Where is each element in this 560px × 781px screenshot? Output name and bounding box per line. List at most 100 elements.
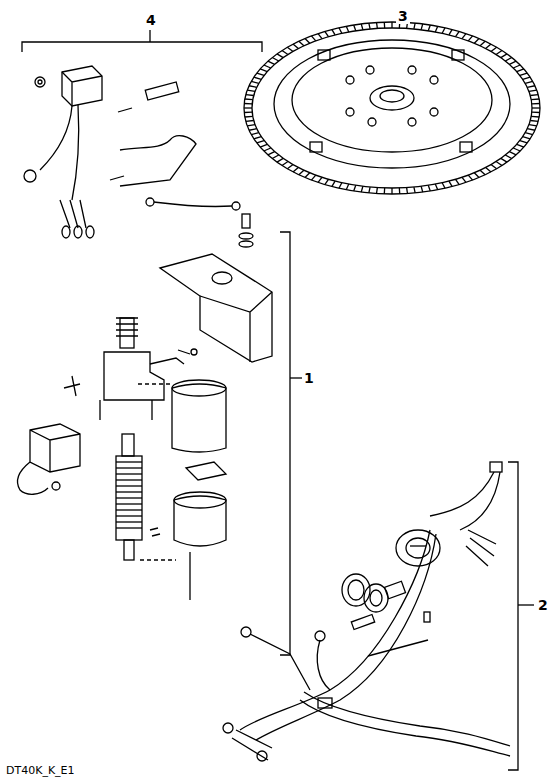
gear-tooth <box>246 120 254 122</box>
gear-tooth <box>293 167 298 171</box>
callout-number: 3 <box>396 8 410 24</box>
gear-tooth <box>505 155 511 159</box>
gear-tooth <box>462 34 466 39</box>
gear-tooth <box>272 155 278 159</box>
gear-tooth <box>361 186 363 192</box>
gear-tooth <box>414 187 415 193</box>
gear-tooth <box>406 188 408 194</box>
gear-tooth <box>513 65 520 68</box>
gear-tooth <box>346 26 348 32</box>
gear-tooth <box>491 47 497 51</box>
gear-tooth <box>525 133 533 135</box>
gear-tooth <box>282 162 288 166</box>
gear-tooth <box>305 173 310 178</box>
gear-tooth <box>257 141 264 143</box>
gear-tooth <box>318 177 322 182</box>
gear-tooth <box>517 69 524 72</box>
gear-tooth <box>456 31 460 36</box>
gear-tooth <box>486 44 491 48</box>
gear-tooth <box>523 137 530 139</box>
gear-tooth <box>501 158 507 162</box>
gear-tooth <box>287 47 293 51</box>
gear-tooth <box>449 181 452 186</box>
gear-tooth <box>391 22 392 28</box>
rectifier-group <box>24 66 240 238</box>
gear-tooth <box>486 167 491 171</box>
gear-tooth <box>531 98 539 100</box>
gear-tooth <box>260 69 267 72</box>
gear-tooth <box>532 103 540 105</box>
gear-tooth <box>251 133 259 135</box>
gear-tooth <box>257 73 264 75</box>
starter-motor <box>18 318 226 600</box>
gear-tooth <box>260 144 267 147</box>
gear-tooth <box>299 41 304 46</box>
armature-winding <box>116 467 142 468</box>
callout-number: 1 <box>302 370 316 386</box>
gear-tooth <box>268 61 275 64</box>
gear-tooth <box>376 22 378 28</box>
gear-tooth <box>282 50 288 54</box>
gear-tooth <box>517 144 524 147</box>
armature-winding <box>116 527 142 528</box>
switch-harness <box>223 462 510 761</box>
gear-tooth <box>520 141 527 143</box>
gear-tooth <box>527 129 535 131</box>
gear-tooth <box>509 152 516 155</box>
armature-winding <box>116 503 142 504</box>
gear-tooth <box>246 94 254 96</box>
armature-winding <box>116 461 142 462</box>
gear-tooth <box>244 107 252 108</box>
gear-tooth <box>513 148 520 151</box>
gear-tooth <box>376 188 378 194</box>
armature-winding <box>116 497 142 498</box>
armature-winding <box>116 515 142 516</box>
gear-tooth <box>325 31 329 36</box>
gear-tooth <box>474 173 479 178</box>
gear-tooth <box>421 24 423 30</box>
gear-tooth <box>361 24 363 30</box>
gear-tooth <box>277 158 283 162</box>
gear-tooth <box>245 98 253 100</box>
gear-tooth <box>421 186 423 192</box>
gear-tooth <box>529 125 537 126</box>
gear-tooth <box>531 116 539 118</box>
gear-tooth <box>480 170 485 175</box>
gear-tooth <box>251 81 259 83</box>
gear-tooth <box>523 77 530 79</box>
gear-tooth <box>311 175 315 180</box>
gear-tooth <box>249 129 257 131</box>
gear-tooth <box>399 188 401 194</box>
gear-tooth <box>480 41 485 46</box>
gear-tooth <box>293 44 298 48</box>
gear-tooth <box>369 23 370 29</box>
gear-tooth <box>532 112 540 114</box>
gear-tooth <box>354 25 356 31</box>
gear-tooth <box>428 185 430 191</box>
flywheel <box>244 22 540 194</box>
gear-tooth <box>287 165 293 169</box>
gear-tooth <box>318 34 322 39</box>
gear-tooth <box>525 81 533 83</box>
gear-tooth <box>442 28 445 34</box>
gear-tooth <box>456 179 460 184</box>
gear-tooth <box>384 188 386 194</box>
gear-tooth <box>491 165 497 169</box>
gear-tooth <box>346 184 348 190</box>
gear-tooth <box>311 36 315 41</box>
gear-tooth <box>384 22 386 28</box>
drawing-code: DT40K_K_E1 <box>4 764 77 777</box>
gear-tooth <box>249 86 257 88</box>
gear-tooth <box>532 107 540 108</box>
gear-tooth <box>414 23 415 29</box>
gear-tooth <box>468 36 472 41</box>
gear-tooth <box>339 28 342 34</box>
gear-tooth <box>244 103 252 105</box>
gear-tooth <box>391 188 392 194</box>
gear-tooth <box>332 29 335 34</box>
callout-number: 2 <box>536 597 550 613</box>
armature-winding <box>116 473 142 474</box>
gear-tooth <box>247 90 255 91</box>
gear-tooth <box>254 77 261 79</box>
